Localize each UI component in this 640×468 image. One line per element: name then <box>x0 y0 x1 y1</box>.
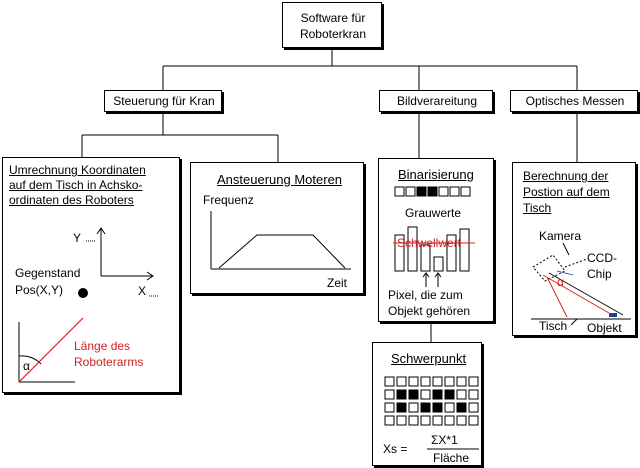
node-optical-measuring: Optisches Messen <box>510 90 638 112</box>
center-formula-denominator: Fläche <box>433 451 470 465</box>
motor-time-label: Zeit <box>327 276 348 290</box>
position-ccd-line1: CCD- <box>587 251 617 265</box>
coord-x-axis-label: X <box>138 284 147 298</box>
coordinate-sketch <box>18 227 158 383</box>
coord-object-label: Gegenstand <box>15 266 81 280</box>
position-title-line3: Tisch <box>523 201 552 215</box>
position-alpha-label: α <box>557 275 564 289</box>
position-title-line2: Postion auf dem <box>523 185 610 199</box>
position-camera-label: Kamera <box>539 229 582 243</box>
center-formula-numerator: ΣX*1 <box>431 433 458 447</box>
node-optical-measuring-label: Optisches Messen <box>525 94 625 108</box>
node-image-processing: Bildverareitung <box>379 90 493 112</box>
coord-arm-length-line1: Länge des <box>74 339 131 353</box>
binar-threshold-label: Schwellwert <box>397 236 462 250</box>
node-crane-control: Steuerung für Kran <box>104 90 222 112</box>
node-binarization: Binarisierung <box>378 158 494 322</box>
position-object-label: Objekt <box>587 321 622 335</box>
coord-alpha-label: α <box>23 359 30 373</box>
node-coordinate-conversion: Umrechnung Koordinaten auf dem Tisch in … <box>2 157 180 393</box>
threshold-sketch <box>393 186 475 287</box>
center-formula-xs: Xs = <box>383 442 408 456</box>
position-title-line1: Berechnung der <box>523 169 609 183</box>
binar-title: Binarisierung <box>398 167 474 182</box>
motor-frequency-label: Frequenz <box>203 193 254 207</box>
coord-object-position: Pos(X,Y) <box>15 283 64 297</box>
coord-title-line1: Umrechnung Koordinaten <box>9 163 146 177</box>
node-image-processing-label: Bildverareitung <box>396 94 478 108</box>
center-title: Schwerpunkt <box>391 351 467 366</box>
motor-title: Ansteuerung Moteren <box>217 172 343 187</box>
root-label-line2: Roboterkran <box>299 27 367 41</box>
root-node: Software für Roboterkran <box>282 2 382 48</box>
root-label-line1: Software für <box>300 11 366 25</box>
motor-ramp-graph <box>210 211 351 270</box>
binar-pixel-line2: Objekt gehören <box>388 304 471 318</box>
binar-pixel-line1: Pixel, die zum <box>388 288 463 302</box>
binar-gray-values: Grauwerte <box>405 206 462 220</box>
coord-arm-length-line2: Roboterarms <box>74 355 144 369</box>
position-table-label: Tisch <box>539 319 568 333</box>
coord-y-axis-label: Y <box>73 231 82 245</box>
coord-title-line3: ordinaten des Roboters <box>9 193 134 207</box>
position-ccd-line2: Chip <box>587 267 612 281</box>
pixel-grid <box>384 376 479 450</box>
camera-geometry-sketch <box>531 242 631 326</box>
coord-title-line2: auf dem Tisch in Achsko- <box>9 178 143 192</box>
node-position-calculation: Berechnung der Postion auf dem Tisch Kam… <box>512 162 636 336</box>
node-motor-control: Ansteuerung Moteren Frequenz Zeit <box>190 162 364 294</box>
node-crane-control-label: Steuerung für Kran <box>113 94 215 108</box>
node-center-of-gravity: Schwerpunkt <box>372 342 482 466</box>
